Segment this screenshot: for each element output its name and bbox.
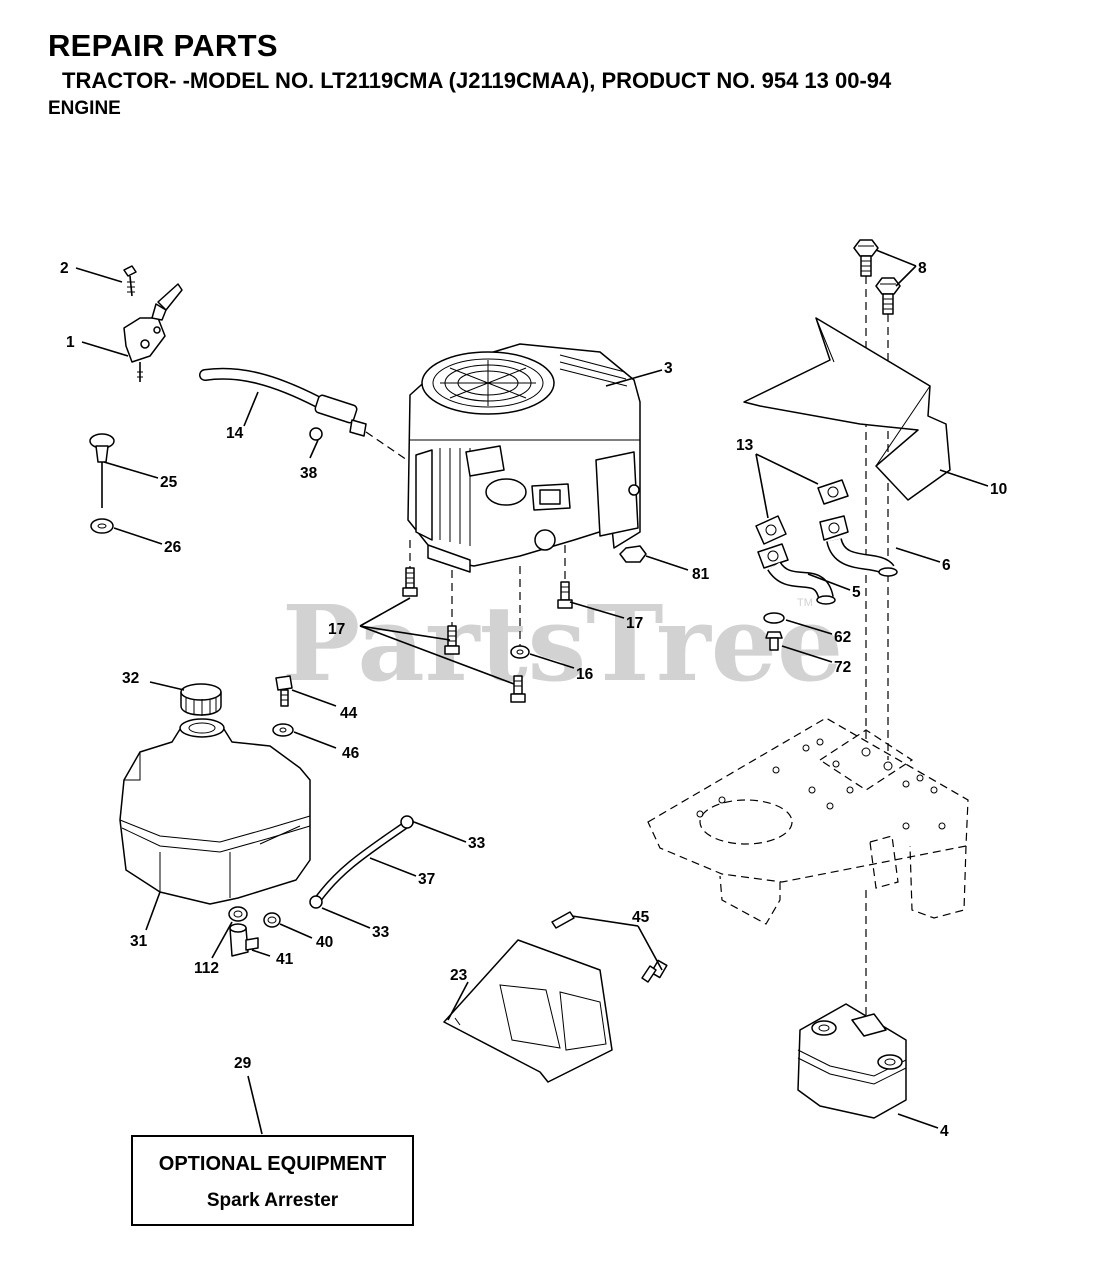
page-title: REPAIR PARTS <box>48 28 278 63</box>
callout-4: 4 <box>940 1123 949 1140</box>
bushing-part[interactable] <box>228 906 248 922</box>
fuel-filter-part[interactable] <box>309 394 411 463</box>
frame-part[interactable] <box>647 717 969 1020</box>
clamp-part[interactable] <box>263 912 281 928</box>
callout-17-left: 17 <box>328 621 345 638</box>
engine-bolt-part[interactable] <box>402 567 573 703</box>
callout-62: 62 <box>834 629 851 646</box>
callout-23: 23 <box>450 967 468 984</box>
exhaust-gasket-part[interactable] <box>755 479 849 545</box>
callout-44: 44 <box>340 705 358 722</box>
optional-equipment-box: OPTIONAL EQUIPMENT Spark Arrester <box>131 1135 414 1226</box>
callout-33-upper: 33 <box>468 835 486 852</box>
optional-equipment-title: OPTIONAL EQUIPMENT <box>158 1153 387 1175</box>
tank-washer-part[interactable] <box>272 723 294 737</box>
shield-screw-part[interactable] <box>551 911 668 983</box>
fuel-line-part[interactable] <box>199 367 324 408</box>
exhaust-shield-part[interactable] <box>743 317 951 501</box>
hex-bolt-part[interactable] <box>765 631 783 651</box>
exhaust-pipe-left-part[interactable] <box>757 543 836 605</box>
dipstick-part[interactable] <box>89 433 115 508</box>
hose-clamp-part[interactable] <box>309 815 414 909</box>
callout-2: 2 <box>60 260 69 277</box>
lock-washer-part[interactable] <box>763 612 785 624</box>
callout-26: 26 <box>164 539 182 556</box>
callout-13: 13 <box>736 437 754 454</box>
callout-10: 10 <box>990 481 1007 498</box>
callout-31: 31 <box>130 933 148 950</box>
leader-lines <box>75 249 989 1135</box>
callout-112: 112 <box>194 960 219 977</box>
optional-equipment-item: Spark Arrester <box>206 1190 339 1211</box>
screw-part[interactable] <box>123 265 137 297</box>
washer-part[interactable] <box>510 645 530 659</box>
fuel-tank-part[interactable] <box>119 718 311 905</box>
engine-part[interactable] <box>407 343 641 646</box>
callout-16: 16 <box>576 666 594 683</box>
callout-38: 38 <box>300 465 318 482</box>
callout-17-right: 17 <box>626 615 643 632</box>
callout-25: 25 <box>160 474 178 491</box>
callout-41: 41 <box>276 951 294 968</box>
callout-labels: 2 1 3 4 5 6 8 10 13 14 16 17 17 23 25 26… <box>60 260 1007 1140</box>
tank-screw-part[interactable] <box>275 675 293 707</box>
model-subtitle: TRACTOR- -MODEL NO. LT2119CMA (J2119CMAA… <box>62 68 892 93</box>
watermark-trademark: TM <box>797 597 813 609</box>
callout-46: 46 <box>342 745 360 762</box>
callout-72: 72 <box>834 659 851 676</box>
callout-81: 81 <box>692 566 710 583</box>
callout-40: 40 <box>316 934 333 951</box>
section-title: ENGINE <box>48 98 121 119</box>
callout-45: 45 <box>632 909 650 926</box>
muffler-bolt-part[interactable] <box>853 239 901 760</box>
fuel-cap-part[interactable] <box>180 683 222 716</box>
callout-1: 1 <box>66 334 75 351</box>
callout-3: 3 <box>664 360 673 377</box>
muffler-part[interactable] <box>797 1003 907 1119</box>
fuel-hose-part[interactable] <box>312 818 414 906</box>
callout-6: 6 <box>942 557 951 574</box>
callout-32: 32 <box>122 670 139 687</box>
elbow-fitting-part[interactable] <box>229 923 259 957</box>
throttle-control-part[interactable] <box>123 283 183 382</box>
heat-shield-part[interactable] <box>443 939 613 1083</box>
callout-8: 8 <box>918 260 927 277</box>
callout-29: 29 <box>234 1055 252 1072</box>
callout-5: 5 <box>852 584 861 601</box>
callout-37: 37 <box>418 871 435 888</box>
nut-part[interactable] <box>619 545 647 563</box>
callout-14: 14 <box>226 425 244 442</box>
exhaust-pipe-right-part[interactable] <box>819 515 898 577</box>
grommet-part[interactable] <box>90 518 114 534</box>
callout-33-lower: 33 <box>372 924 390 941</box>
